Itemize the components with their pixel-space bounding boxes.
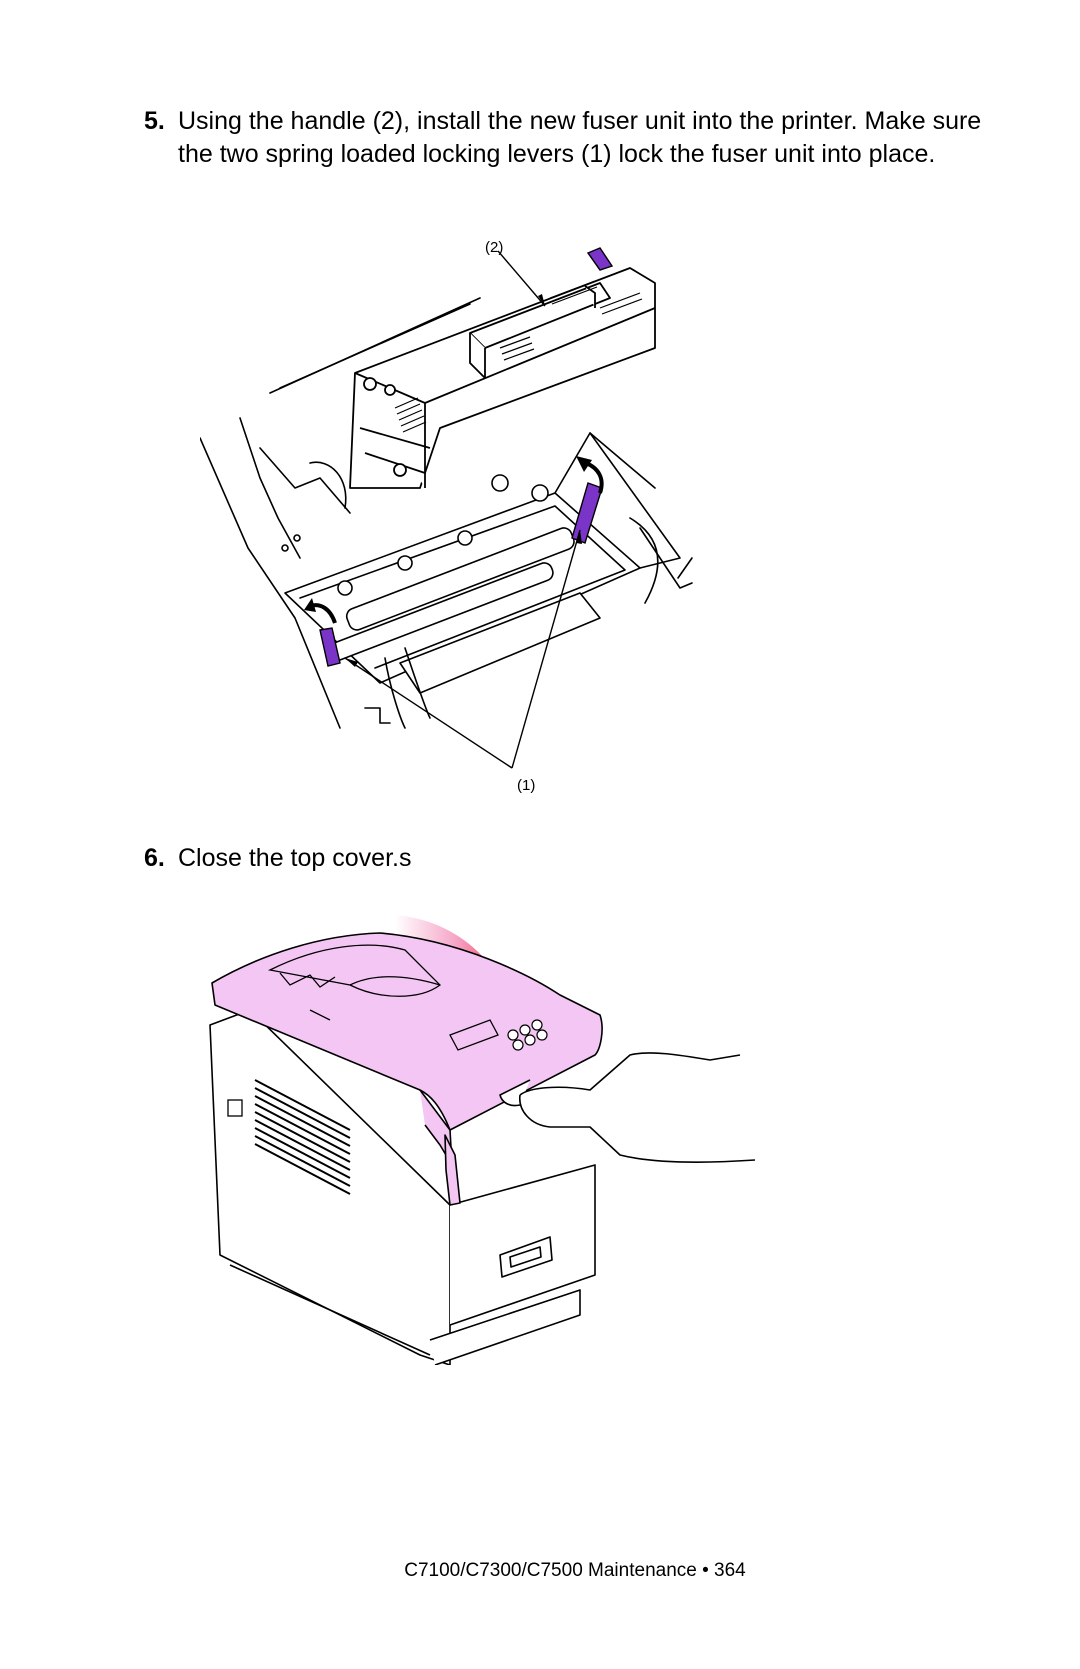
step-6: 6. Close the top cover.s — [144, 842, 984, 875]
left-locking-lever — [319, 627, 341, 667]
page-footer: C7100/C7300/C7500 Maintenance • 364 — [404, 1560, 746, 1581]
right-locking-lever — [571, 482, 603, 544]
step-text: Close the top cover.s — [178, 844, 412, 872]
callout-levers: (1) — [517, 777, 536, 794]
step-number: 6. — [144, 844, 165, 872]
hand — [499, 1052, 756, 1163]
close-cover-illustration — [209, 915, 756, 1365]
step-text: Using the handle (2), install the new fu… — [178, 107, 982, 168]
top-cover — [211, 932, 603, 1131]
callout-handle: (2) — [485, 239, 504, 256]
step-number: 5. — [144, 107, 165, 135]
fuser-installation-illustration — [200, 247, 693, 769]
step-5: 5. Using the handle (2), install the new… — [144, 105, 984, 171]
handle-tab — [586, 247, 614, 271]
